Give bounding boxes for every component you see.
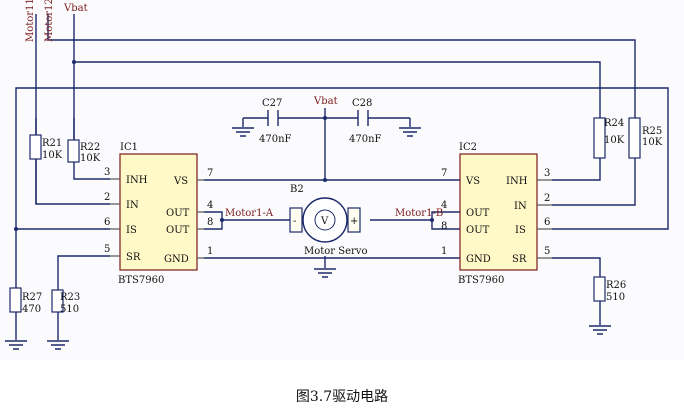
res-value: 10K — [42, 150, 63, 161]
resistor-r21: R21 10K — [29, 134, 63, 204]
resistor-r26: R26 510 — [593, 276, 626, 303]
res-ref: R24 — [604, 118, 624, 129]
res-ref: R25 — [642, 126, 662, 137]
pin-number: 8 — [207, 217, 213, 228]
motor-symbol: V — [320, 216, 329, 227]
net-label-motor1b: Motor1-B — [395, 208, 443, 219]
pin-name: VS — [465, 176, 480, 187]
pin-number: 7 — [207, 168, 213, 179]
ground-symbol — [399, 127, 421, 137]
res-ref: R21 — [42, 138, 62, 149]
pin-name: IN — [126, 200, 139, 211]
pin-name: IS — [126, 225, 137, 236]
pin-name: GND — [466, 254, 491, 265]
motor-plus-sign: + — [350, 216, 358, 227]
ic2-bts7960: IC2 BTS7960 7 4 8 1 VS OUT OUT GND 3 2 6… — [441, 142, 552, 286]
pin-name: INH — [506, 176, 528, 187]
pin-number: 6 — [544, 217, 550, 228]
pin-number: 7 — [441, 168, 447, 179]
pin-number: 2 — [104, 192, 110, 203]
resistor-r23: R23 510 — [51, 289, 80, 315]
res-ref: R23 — [60, 292, 80, 303]
ground-symbol — [589, 325, 611, 335]
pin-name: OUT — [466, 225, 490, 236]
resistor-r22: R22 10K — [67, 139, 101, 164]
pin-number: 2 — [544, 193, 550, 204]
cap-ref: C27 — [262, 98, 282, 109]
motor-servo-b2: B2 V - + Motor Servo — [289, 184, 367, 257]
pin-name: OUT — [466, 208, 490, 219]
ic-ref: IC1 — [120, 142, 138, 153]
pin-number: 1 — [441, 246, 447, 257]
res-value: 510 — [60, 304, 79, 315]
pin-number: 4 — [207, 200, 213, 211]
pin-name: OUT — [166, 208, 190, 219]
ic-part: BTS7960 — [118, 275, 164, 286]
ground-symbol — [5, 340, 27, 350]
pin-number: 3 — [104, 167, 110, 178]
pin-number: 5 — [104, 244, 110, 255]
pin-number: 8 — [441, 221, 447, 232]
res-ref: R22 — [80, 142, 100, 153]
res-value: 10K — [642, 137, 663, 148]
pin-name: INH — [126, 175, 148, 186]
pin-number: 5 — [544, 246, 550, 257]
motor-ref: B2 — [290, 184, 304, 195]
motor-minus-sign: - — [293, 216, 296, 227]
pin-number: 6 — [104, 217, 110, 228]
cap-value: 470nF — [349, 134, 382, 145]
wires — [15, 14, 669, 340]
res-value: 510 — [606, 292, 625, 303]
pin-number: 1 — [207, 246, 213, 257]
junction-dots — [14, 60, 434, 231]
pin-number: 4 — [441, 200, 447, 211]
res-value: 10K — [604, 135, 625, 146]
ground-symbol — [47, 340, 69, 350]
resistor-r27: R27 470 — [9, 287, 42, 315]
resistor-r25: R25 10K — [628, 117, 663, 159]
capacitor-c28: C28 470nF — [349, 98, 382, 145]
capacitor-c27: C27 470nF — [259, 98, 292, 145]
res-value: 470 — [22, 304, 41, 315]
res-ref: R27 — [22, 292, 42, 303]
ic-part: BTS7960 — [458, 275, 504, 286]
net-label-vbat-mid: Vbat — [313, 96, 338, 107]
pin-name: SR — [126, 252, 141, 263]
pin-name: VS — [173, 176, 188, 187]
net-label-vbat-top: Vbat — [63, 3, 88, 14]
figure-caption: 图3.7驱动电路 — [295, 389, 389, 405]
ic1-bts7960: IC1 BTS7960 3 2 6 5 INH IN IS SR 7 4 8 1… — [104, 142, 213, 286]
cap-ref: C28 — [352, 98, 372, 109]
cap-value: 470nF — [259, 134, 292, 145]
schematic-diagram: Motor11 Motor12 Vbat Vbat Motor1-A Motor… — [5, 0, 669, 350]
pin-name: IS — [515, 225, 526, 236]
net-label-motor1a: Motor1-A — [225, 208, 274, 219]
motor-name: Motor Servo — [304, 246, 367, 257]
pin-name: GND — [164, 254, 189, 265]
res-value: 10K — [80, 153, 101, 164]
resistor-r24: R24 10K — [593, 117, 625, 159]
ground-symbol — [314, 268, 336, 278]
pin-number: 3 — [544, 168, 550, 179]
net-label-motor12: Motor12 — [44, 0, 55, 42]
pin-name: SR — [512, 254, 527, 265]
pin-name: IN — [514, 201, 527, 212]
res-ref: R26 — [606, 280, 626, 291]
ic-ref: IC2 — [459, 142, 477, 153]
net-label-motor11: Motor11 — [25, 0, 36, 42]
pin-name: OUT — [166, 225, 190, 236]
ground-symbol — [232, 127, 254, 137]
